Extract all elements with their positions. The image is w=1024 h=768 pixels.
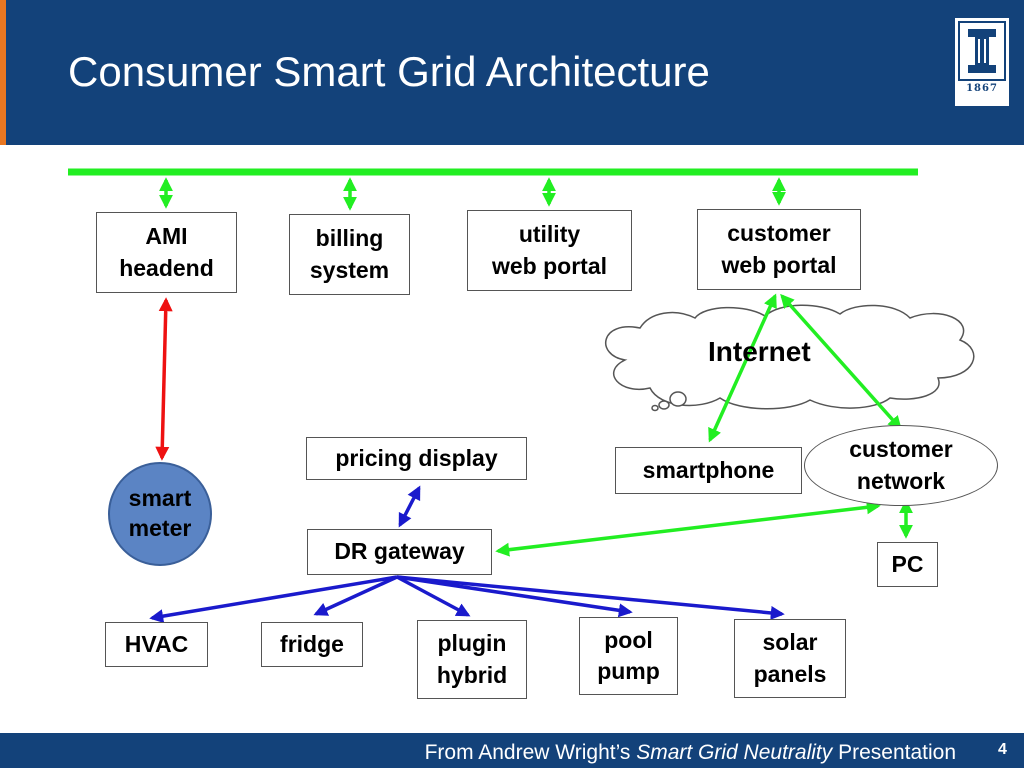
utility-web-portal-box: utility web portal: [467, 210, 632, 291]
portal-smartphone-link: [708, 293, 777, 443]
customer-web-portal-box: customer web portal: [697, 209, 861, 290]
pricing-display-box: pricing display: [306, 437, 527, 480]
customer-network-node: customer network: [804, 425, 998, 506]
footer-credit: From Andrew Wright’s Smart Grid Neutrali…: [425, 741, 956, 765]
page-number: 4: [998, 741, 1007, 758]
network-gateway-link: [495, 500, 881, 557]
logo-year: 1867: [966, 83, 998, 94]
display-gateway-link: [398, 485, 421, 528]
smartphone-box: smartphone: [615, 447, 802, 494]
dr-gateway-box: DR gateway: [307, 529, 492, 575]
solar-panels-box: solar panels: [734, 619, 846, 698]
gateway-solar-link: [396, 575, 785, 620]
slide-footer: [0, 733, 1024, 768]
slide-header: [0, 0, 1024, 145]
footer-suffix: Presentation: [832, 741, 956, 764]
footer-prefix: From Andrew Wright’s: [424, 741, 637, 764]
hvac-box: HVAC: [105, 622, 208, 667]
header-accent-bar: [0, 0, 6, 145]
slide-title: Consumer Smart Grid Architecture: [68, 48, 710, 95]
smart-meter-node: smart meter: [108, 462, 212, 566]
pc-box: PC: [877, 542, 938, 587]
portal-network-link: [780, 293, 902, 431]
gateway-pump-link: [396, 575, 633, 618]
internet-label: Internet: [708, 336, 811, 367]
pool-pump-box: pool pump: [579, 617, 678, 695]
ami-headend-box: AMI headend: [96, 212, 237, 293]
ami-meter-link: [155, 297, 173, 461]
gateway-hvac-link: [149, 575, 398, 624]
column-logo-icon: [958, 21, 1006, 81]
fridge-box: fridge: [261, 622, 363, 667]
gateway-fridge-link: [313, 575, 398, 616]
university-logo: 1867: [955, 18, 1009, 106]
footer-italic-title: Smart Grid Neutrality: [636, 741, 833, 764]
billing-system-box: billing system: [289, 214, 410, 295]
plugin-hybrid-box: plugin hybrid: [417, 620, 527, 699]
gateway-hybrid-link: [396, 575, 471, 617]
